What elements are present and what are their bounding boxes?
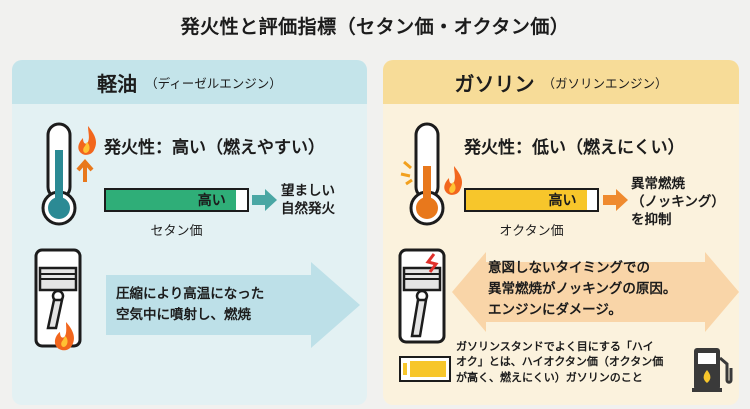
cetane-bar: 高い — [104, 188, 249, 212]
diesel-title: 軽油 — [97, 71, 138, 96]
gasoline-warn-line1: 意図しないタイミングでの — [488, 260, 650, 276]
gasoline-subtitle: （ガソリンエンジン） — [542, 75, 668, 91]
flame-icon — [54, 322, 74, 351]
thermometer-icon — [409, 122, 445, 226]
spark-icon — [400, 160, 413, 186]
high-octane-note: ガソリンスタンドでよく目にする「ハイ オク」とは、ハイオクタン価（オクタン価 が… — [456, 339, 663, 385]
diesel-result-line1: 望ましい — [281, 183, 335, 199]
diesel-desc-line2: 空気中に噴射し、燃焼 — [116, 306, 251, 323]
gasoline-warning: 意図しないタイミングでの 異常燃焼がノッキングの原因。 エンジンにダメージ。 — [488, 258, 676, 321]
gasoline-warning-arrow — [452, 252, 739, 332]
gasoline-warn-line3: エンジンにダメージ。 — [488, 301, 622, 318]
gasoline-warn-line2: 異常燃焼がノッキングの原因。 — [488, 280, 677, 297]
note-line1: ガソリンスタンドでよく目にする「ハイ — [456, 340, 654, 353]
piston-icon — [398, 248, 446, 344]
thermometer-icon — [41, 122, 77, 226]
gasoline-result-line1: 異常燃焼 — [631, 176, 685, 192]
crack-icon — [425, 253, 439, 273]
diesel-result-line2: 自然発火 — [281, 201, 335, 218]
page-title: 発火性と評価指標（セタン価・オクタン価） — [180, 16, 570, 38]
right-thermo-group — [400, 122, 462, 226]
diesel-result: 望ましい 自然発火 — [281, 182, 335, 218]
octane-bar-value: 高い — [548, 193, 577, 209]
cetane-bar-fill: 高い — [106, 190, 236, 210]
gasoline-title: ガソリン — [454, 71, 535, 96]
diesel-process-arrow — [106, 262, 360, 348]
gasoline-ignitability: 発火性：低い（燃えにくい） — [464, 138, 685, 158]
octane-caption: オクタン価 — [499, 224, 564, 239]
up-arrow-icon — [76, 158, 94, 182]
gasoline-panel-header: ガソリン （ガソリンエンジン） — [383, 60, 739, 104]
gasoline-panel: ガソリン （ガソリンエンジン） — [383, 60, 739, 405]
diesel-subtitle: （ディーゼルエンジン） — [145, 75, 282, 91]
gasoline-result-line3: を抑制 — [631, 212, 672, 229]
right-arrow-icon — [252, 189, 277, 211]
octane-bar-fill: 高い — [466, 190, 587, 210]
right-arrow-icon — [603, 189, 628, 211]
cetane-caption: セタン価 — [150, 224, 203, 239]
fuel-pump-icon — [692, 348, 733, 392]
flame-icon — [78, 126, 96, 155]
gasoline-result: 異常燃焼 （ノッキング） を抑制 — [631, 175, 725, 230]
note-line3: が高く、燃えにくい）ガソリンのこと — [456, 370, 643, 384]
fuel-can-icon — [399, 356, 451, 382]
cetane-bar-value: 高い — [197, 193, 226, 209]
octane-bar: 高い — [464, 188, 599, 212]
diesel-desc-line1: 圧縮により高温になった — [116, 286, 265, 302]
flame-icon — [444, 166, 462, 195]
gasoline-result-line2: （ノッキング） — [631, 194, 725, 211]
diesel-panel-header: 軽油 （ディーゼルエンジン） — [12, 60, 367, 104]
left-thermo-group — [41, 122, 96, 226]
diesel-description: 圧縮により高温になった 空気中に噴射し、燃焼 — [116, 284, 264, 326]
piston-icon — [34, 248, 82, 351]
diesel-ignitability: 発火性：高い（燃えやすい） — [104, 138, 325, 158]
note-line2: オク」とは、ハイオクタン価（オクタン価 — [456, 355, 664, 369]
